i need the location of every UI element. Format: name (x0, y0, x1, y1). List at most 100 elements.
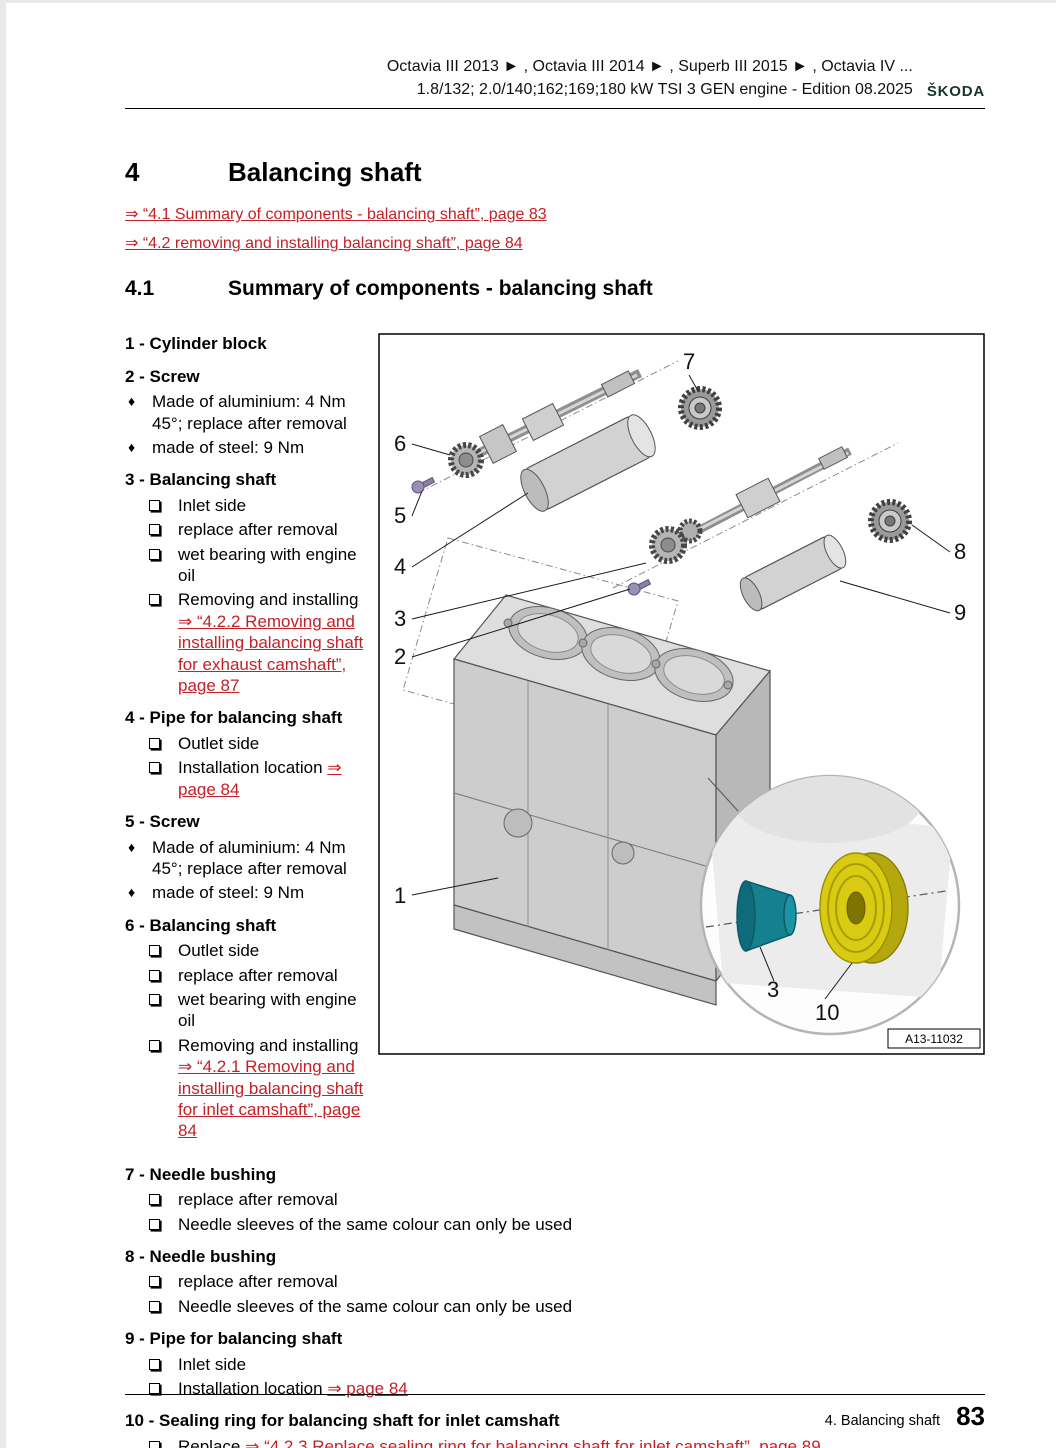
legend-item-2: 2 - Screw ♦ Made of aluminium: 4 Nm 45°; r… (125, 366, 985, 459)
legend-item-label: 8 - Needle bushing (125, 1247, 277, 1266)
screw-5-part (411, 477, 436, 494)
callout-number-4: 4 (394, 554, 406, 579)
bullet-text-segment: Installation location (178, 1379, 328, 1399)
bullet-text-segment: Removing and installing (178, 1035, 359, 1055)
legend-item-5: 5 - Screw ♦ Made of aluminium: 4 Nm 45°; r… (125, 811, 985, 904)
legend-item-label: 2 - Screw (125, 366, 200, 386)
bullet-text-segment: replace after removal (178, 965, 338, 985)
bullet-text: Replace ⇒ “4.2.3 Replace sealing ring fo… (178, 1436, 985, 1448)
bullet-text-segment: made of steel: 9 Nm (152, 438, 305, 457)
header-models-line: Octavia III 2013 ► , Octavia III 2014 ► … (386, 58, 913, 75)
square-bullet-icon (149, 1436, 178, 1448)
cross-reference-link[interactable]: ⇒ “4.2.1 Removing and installing balanci… (178, 1057, 364, 1141)
bullet-text: Removing and installing ⇒ “4.2.1 Removin… (178, 1035, 374, 1142)
toc-link-4-2[interactable]: ⇒ “4.2 removing and installing balancing… (125, 235, 523, 253)
legend-item-1: 1 - Cylinder block (125, 333, 985, 354)
bullet-text: replace after removal (178, 1271, 985, 1292)
bullet-text-segment: replace after removal (178, 520, 338, 540)
bullet-text: Inlet side (178, 495, 374, 516)
callout-number-1: 1 (394, 883, 406, 908)
bullet-text-segment: Outlet side (178, 733, 260, 753)
legend-item-label: 9 - Pipe for balancing shaft (125, 1329, 343, 1349)
callout-number-6: 6 (394, 431, 406, 456)
leader-line-6 (411, 443, 451, 456)
callout-number-9: 9 (954, 600, 966, 625)
callout-number-3: 3 (394, 606, 406, 631)
chapter-number: 4 (125, 157, 140, 188)
leader-line-inset-3 (759, 947, 775, 982)
balancing-shaft-outlet-part (448, 369, 643, 479)
bullet-text-segment: Made of aluminium: 4 Nm 45°; replace aft… (152, 837, 347, 878)
page-footer: 4. Balancing shaft 83 (125, 1394, 985, 1432)
bullet-text: Outlet side (178, 733, 374, 754)
cross-reference-link[interactable]: ⇒ page 84 (178, 758, 342, 799)
square-bullet-icon (149, 1189, 178, 1210)
bullet-text: Made of aluminium: 4 Nm 45°; replace aft… (152, 837, 374, 880)
bullet-text-segment: Outlet side (178, 941, 260, 961)
legend-item-label: 7 - Needle bushing (125, 1164, 277, 1184)
bullet-text: Needle sleeves of the same colour can on… (178, 1296, 985, 1317)
legend-bullet: ♦ Made of aluminium: 4 Nm 45°; replace af… (125, 837, 374, 880)
legend-item-label: 10 - Sealing ring for balancing shaft fo… (125, 1411, 560, 1431)
cross-reference-link[interactable]: ⇒ page 84 (327, 1379, 408, 1399)
bullet-text: Installation location ⇒ page 84 (178, 1378, 985, 1399)
subsection-title: Summary of components - balancing shaft (228, 277, 653, 301)
legend-bullet: Needle sleeves of the same colour can on… (125, 1214, 985, 1235)
square-bullet-icon (149, 495, 178, 516)
square-bullet-icon (149, 965, 178, 986)
subsection-heading: 4.1 Summary of components - balancing sh… (125, 277, 985, 301)
bullet-text: made of steel: 9 Nm (152, 882, 374, 903)
legend-item-label: 4 - Pipe for balancing shaft (125, 708, 343, 728)
bullet-text: wet bearing with engine oil (178, 544, 374, 587)
figure-reference-code: A13-11032 (905, 1032, 963, 1046)
bullet-text-segment: Needle sleeves of the same colour can on… (178, 1296, 573, 1316)
square-bullet-icon (149, 1296, 178, 1317)
bullet-text: Installation location ⇒ page 84 (178, 757, 374, 800)
legend-bullet: Removing and installing ⇒ “4.2.2 Removin… (125, 589, 374, 696)
legend-item-label: 3 - Balancing shaft (125, 470, 277, 490)
toc-link-4-1[interactable]: ⇒ “4.1 Summary of components - balancing… (125, 206, 547, 224)
diamond-bullet-icon: ♦ (128, 884, 136, 901)
axis-line-outlet (612, 442, 899, 589)
legend-bullet: Inlet side (125, 495, 374, 516)
diamond-bullet-icon: ♦ (128, 393, 136, 410)
bullet-text-segment: replace after removal (178, 1272, 338, 1292)
diamond-bullet-icon: ♦ (128, 838, 136, 855)
component-legend: 1 - Cylinder block 2 - Screw ♦ Made of alum… (125, 333, 985, 1448)
bullet-text: Inlet side (178, 1354, 985, 1375)
page-number: 83 (956, 1401, 985, 1431)
balancing-shaft-inlet-part (649, 446, 852, 565)
bullet-text-segment: Installation location (178, 758, 328, 778)
diamond-bullet-icon: ♦ (128, 439, 136, 455)
square-bullet-icon (149, 733, 178, 754)
figure-reference: A13-11032 (887, 1028, 981, 1049)
bullet-text-segment: Made of aluminium: 4 Nm 45°; replace aft… (152, 392, 347, 433)
detail-inset: 3 10 (699, 775, 961, 1036)
leader-line-4 (411, 492, 529, 568)
bullet-text-segment: wet bearing with engine oil (178, 989, 357, 1031)
cross-reference-link[interactable]: ⇒ “4.2.3 Replace sealing ring for balanc… (245, 1436, 821, 1448)
cross-reference-link[interactable]: ⇒ “4.2.2 Removing and installing balanci… (178, 611, 364, 696)
bullet-text: Outlet side (178, 940, 374, 961)
bullet-text-segment: Needle sleeves of the same colour can on… (178, 1214, 573, 1234)
leader-line-2 (411, 588, 631, 658)
pipe-inlet-part (739, 535, 847, 612)
sealing-ring-part (819, 852, 909, 965)
legend-bullet: Outlet side (125, 940, 374, 961)
shaft-cone-part (736, 880, 797, 953)
square-bullet-icon (149, 1214, 178, 1235)
bullet-text-segment: replace after removal (178, 1190, 338, 1210)
legend-item-label: 5 - Screw (125, 812, 200, 832)
bullet-text: Made of aluminium: 4 Nm 45°; replace aft… (152, 391, 374, 434)
leader-line-inset-10 (824, 963, 853, 1000)
legend-bullet: Replace ⇒ “4.2.3 Replace sealing ring fo… (125, 1436, 985, 1448)
callout-number-inset-3: 3 (767, 977, 779, 1002)
callout-number-7: 7 (683, 349, 695, 374)
bullet-text: Removing and installing ⇒ “4.2.2 Removin… (178, 589, 374, 696)
header-engine-line: 1.8/132; 2.0/140;162;169;180 kW TSI 3 GE… (416, 81, 913, 99)
skoda-logo: ŠKODA (926, 83, 985, 101)
leader-line-1 (411, 877, 499, 896)
